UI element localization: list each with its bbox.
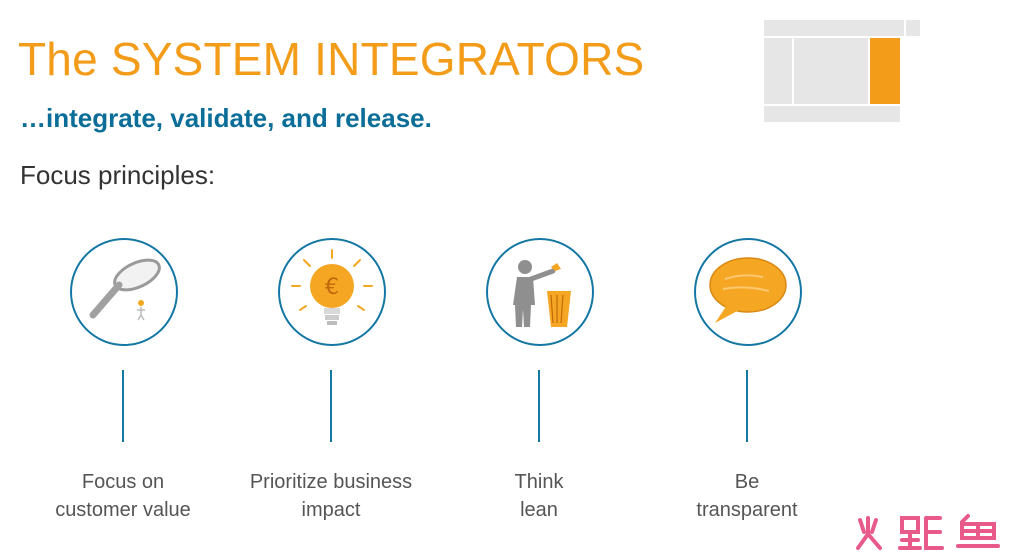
lightbulb-euro-icon: € <box>291 249 373 325</box>
slide-subtitle: …integrate, validate, and release. <box>20 103 432 133</box>
principle-circle <box>694 238 802 346</box>
principle-circle: € <box>278 238 386 346</box>
principle-circle <box>70 238 178 346</box>
slide-title: The SYSTEM INTEGRATORS <box>18 33 645 85</box>
principle-connector-line <box>538 370 540 442</box>
watermark-logo <box>856 514 1000 550</box>
svg-text:€: € <box>325 275 339 300</box>
principle-connector-line <box>746 370 748 442</box>
principle-connector-line <box>330 370 332 442</box>
trash-person-icon <box>513 260 571 327</box>
layout-diagram-icon <box>764 20 920 122</box>
principle-connector-line <box>122 370 124 442</box>
section-heading: Focus principles: <box>20 160 216 190</box>
speech-bubble-icon <box>709 257 787 323</box>
magnifier-icon <box>89 258 161 321</box>
principle-circle <box>486 238 594 346</box>
